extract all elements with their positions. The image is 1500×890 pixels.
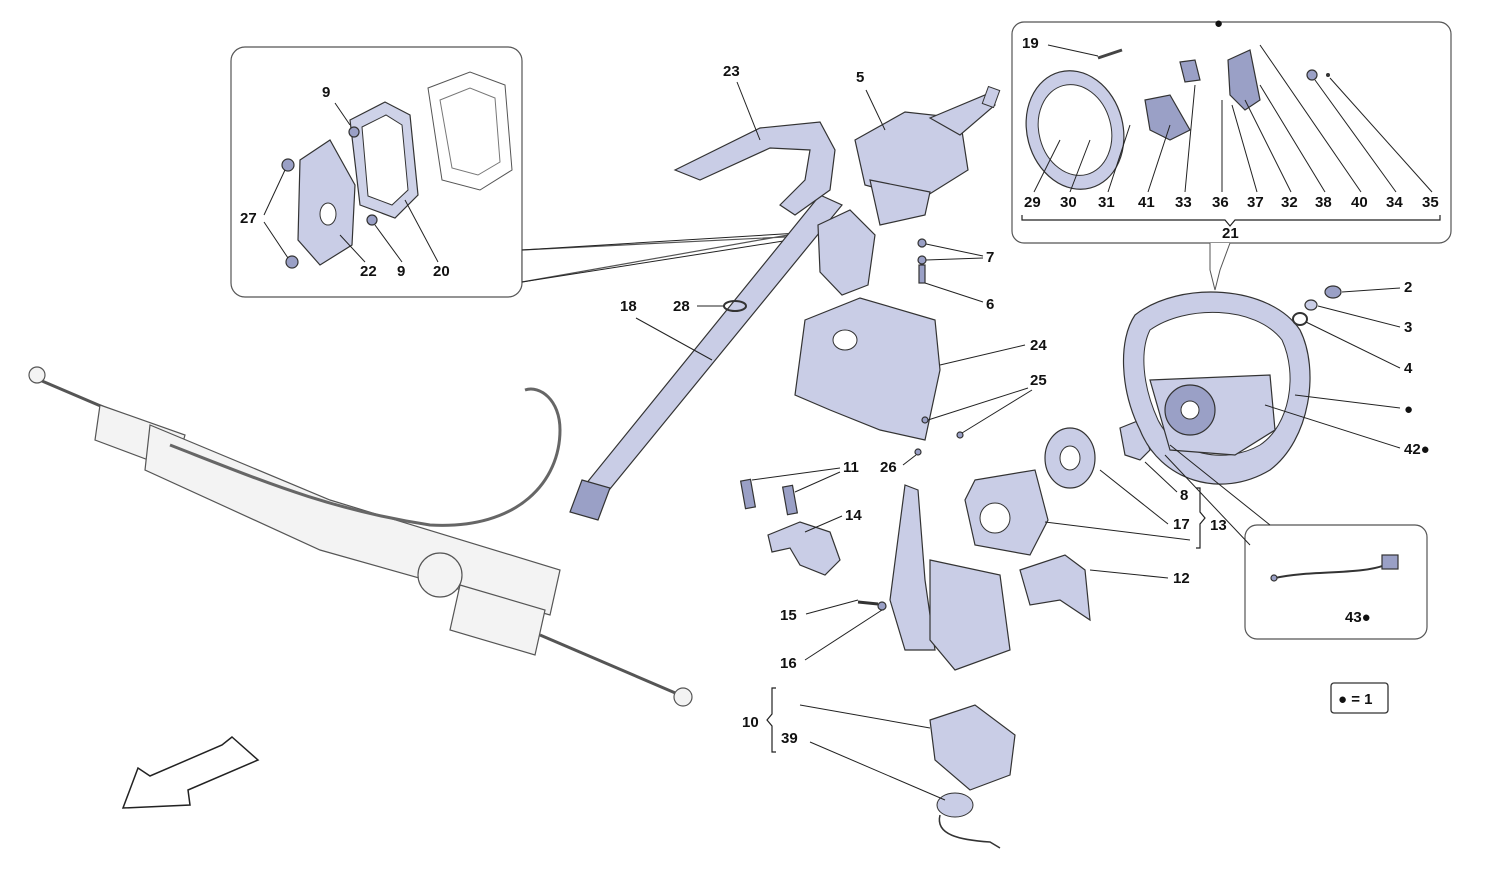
label-39: 39 <box>781 730 798 747</box>
label-14: 14 <box>845 507 862 524</box>
label-21: 21 <box>1222 225 1239 242</box>
label-10: 10 <box>742 714 759 731</box>
label-8: 8 <box>1180 487 1188 504</box>
label-11: 11 <box>843 459 859 476</box>
label-38: 38 <box>1315 194 1332 211</box>
legend: ● = 1 <box>1330 682 1389 714</box>
arrow-icon <box>121 736 260 809</box>
label-13: 13 <box>1210 517 1227 534</box>
label-2: 2 <box>1404 279 1412 296</box>
label-9-top: 9 <box>322 84 330 101</box>
label-4: 4 <box>1404 360 1413 377</box>
label-37: 37 <box>1247 194 1264 211</box>
label-31: 31 <box>1098 194 1115 211</box>
label-19: 19 <box>1022 35 1039 52</box>
label-25: 25 <box>1030 372 1047 389</box>
label-16: 16 <box>780 655 797 672</box>
inset-label-row: 29 30 31 41 33 36 37 32 38 40 34 35 <box>1021 44 1441 227</box>
label-42: 42● <box>1404 441 1430 458</box>
label-32: 32 <box>1281 194 1298 211</box>
inset-firewall-seal <box>230 46 816 298</box>
label-23: 23 <box>723 63 740 80</box>
label-12: 12 <box>1173 570 1190 587</box>
label-29: 29 <box>1024 194 1041 211</box>
label-9-bottom: 9 <box>397 263 405 280</box>
label-17: 17 <box>1173 516 1190 533</box>
inset-harness <box>1164 444 1428 640</box>
label-5: 5 <box>856 69 864 86</box>
label-43: 43● <box>1345 609 1371 626</box>
label-wheel-dot: ● <box>1404 401 1413 418</box>
label-36: 36 <box>1212 194 1229 211</box>
inset-dot: ● <box>1214 15 1223 32</box>
label-40: 40 <box>1351 194 1368 211</box>
label-18: 18 <box>620 298 637 315</box>
label-27: 27 <box>240 210 257 227</box>
switch-assembly <box>739 478 1091 849</box>
clock-spring <box>964 419 1151 556</box>
label-41: 41 <box>1138 194 1155 211</box>
inset-wheel-controls <box>1011 21 1452 291</box>
label-28: 28 <box>673 298 690 315</box>
label-33: 33 <box>1175 194 1192 211</box>
label-34: 34 <box>1386 194 1403 211</box>
label-7: 7 <box>986 249 994 266</box>
label-35: 35 <box>1422 194 1439 211</box>
label-30: 30 <box>1060 194 1077 211</box>
label-24: 24 <box>1030 337 1047 354</box>
steering-rack <box>28 366 693 707</box>
steering-column <box>569 85 1001 521</box>
label-15: 15 <box>780 607 797 624</box>
label-20: 20 <box>433 263 450 280</box>
legend-dot-label: ● = 1 <box>1338 691 1373 708</box>
label-3: 3 <box>1404 319 1412 336</box>
label-22: 22 <box>360 263 377 280</box>
label-6: 6 <box>986 296 994 313</box>
steering-wheel <box>1122 285 1342 485</box>
label-26: 26 <box>880 459 897 476</box>
